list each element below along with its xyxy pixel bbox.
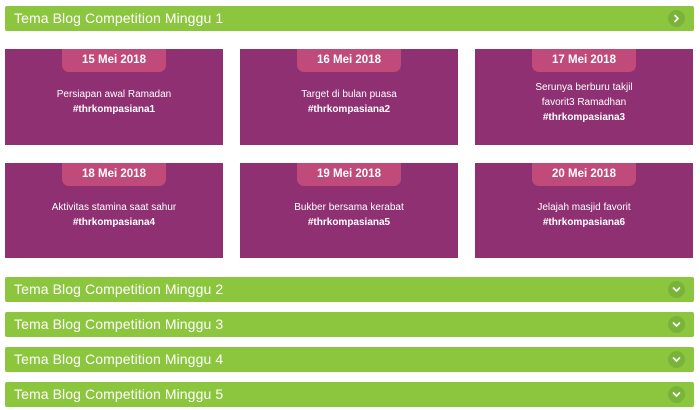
card-hashtag: #thrkompasiana3 — [542, 112, 626, 123]
card-hashtag: #thrkompasiana5 — [307, 217, 391, 228]
chevron-down-icon[interactable] — [668, 281, 685, 298]
card-theme-text: favorit3 Ramadhan — [541, 97, 627, 108]
theme-card: 18 Mei 2018 Aktivitas stamina saat sahur… — [5, 163, 223, 258]
card-body: Persiapan awal Ramadan #thrkompasiana1 — [11, 87, 217, 117]
card-theme-text: Jelajah masjid favorit — [537, 202, 631, 213]
card-theme-text: Target di bulan puasa — [301, 89, 397, 100]
card-theme-text: Aktivitas stamina saat sahur — [51, 202, 177, 213]
chevron-down-icon[interactable] — [668, 316, 685, 333]
accordion-title: Tema Blog Competition Minggu 3 — [14, 316, 224, 332]
theme-card: 16 Mei 2018 Target di bulan puasa #thrko… — [240, 49, 458, 145]
card-date: 17 Mei 2018 — [532, 49, 636, 72]
accordion-header-week-5[interactable]: Tema Blog Competition Minggu 5 — [5, 382, 694, 407]
chevron-down-icon[interactable] — [668, 386, 685, 403]
card-body: Bukber bersama kerabat #thrkompasiana5 — [246, 200, 452, 230]
card-date: 20 Mei 2018 — [532, 163, 636, 186]
accordion-header-week-2[interactable]: Tema Blog Competition Minggu 2 — [5, 277, 694, 302]
card-body: Target di bulan puasa #thrkompasiana2 — [246, 87, 452, 117]
accordion-title: Tema Blog Competition Minggu 4 — [14, 351, 224, 367]
accordion-header-week-1[interactable]: Tema Blog Competition Minggu 1 — [5, 6, 694, 31]
card-theme-text: Bukber bersama kerabat — [294, 202, 404, 213]
accordion-header-week-4[interactable]: Tema Blog Competition Minggu 4 — [5, 347, 694, 372]
accordion-header-week-3[interactable]: Tema Blog Competition Minggu 3 — [5, 312, 694, 337]
theme-card: 20 Mei 2018 Jelajah masjid favorit #thrk… — [475, 163, 693, 258]
theme-card: 19 Mei 2018 Bukber bersama kerabat #thrk… — [240, 163, 458, 258]
accordion-title: Tema Blog Competition Minggu 1 — [14, 10, 224, 26]
card-hashtag: #thrkompasiana2 — [307, 104, 391, 115]
card-hashtag: #thrkompasiana6 — [542, 217, 626, 228]
card-body: Aktivitas stamina saat sahur #thrkompasi… — [11, 200, 217, 230]
card-theme-text: Serunya berburu takjil — [535, 82, 633, 93]
card-body: Jelajah masjid favorit #thrkompasiana6 — [481, 200, 687, 230]
theme-card: 17 Mei 2018 Serunya berburu takjil favor… — [475, 49, 693, 145]
card-date: 18 Mei 2018 — [62, 163, 166, 186]
card-date: 19 Mei 2018 — [297, 163, 401, 186]
chevron-down-icon[interactable] — [668, 351, 685, 368]
card-date: 15 Mei 2018 — [62, 49, 166, 72]
card-hashtag: #thrkompasiana1 — [72, 104, 156, 115]
card-hashtag: #thrkompasiana4 — [72, 217, 156, 228]
card-date: 16 Mei 2018 — [297, 49, 401, 72]
card-theme-text: Persiapan awal Ramadan — [56, 89, 172, 100]
accordion-title: Tema Blog Competition Minggu 5 — [14, 386, 224, 402]
card-body: Serunya berburu takjil favorit3 Ramadhan… — [481, 80, 687, 125]
theme-card: 15 Mei 2018 Persiapan awal Ramadan #thrk… — [5, 49, 223, 145]
chevron-right-icon[interactable] — [668, 10, 685, 27]
accordion-title: Tema Blog Competition Minggu 2 — [14, 281, 224, 297]
